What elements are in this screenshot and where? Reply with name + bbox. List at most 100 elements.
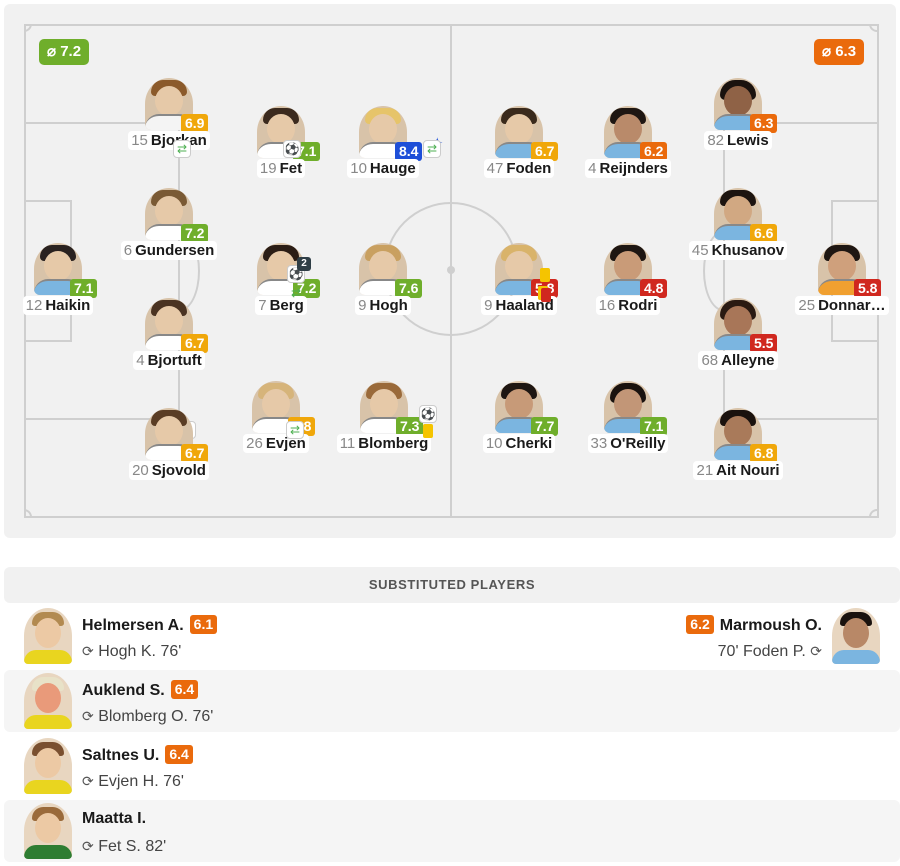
substitution-icon: ⇄: [423, 140, 441, 158]
player-number: 20: [132, 462, 149, 479]
player-number: 19: [259, 160, 277, 177]
replaced-player: Fet S. 82': [98, 838, 167, 855]
player-name: Reijnders: [599, 160, 668, 177]
sub-player-name: Marmoush O.: [719, 617, 822, 634]
pitch-line: [24, 24, 26, 518]
player-rating: 5.8: [854, 279, 882, 298]
player-name: Gundersen: [135, 242, 215, 259]
player-rating: 7.6: [395, 279, 423, 298]
player-photo: [604, 106, 652, 158]
away-average-rating: ⌀ 6.3: [814, 39, 865, 65]
player-number: 47: [486, 160, 504, 177]
player-name: Ait Nouri: [716, 462, 780, 479]
corner-arc: [869, 24, 877, 32]
player-rating: 7.2: [293, 279, 321, 298]
player-number: 68: [701, 352, 719, 369]
sub-player-rating: 6.4: [165, 745, 193, 764]
player-photo: [714, 78, 762, 130]
player-name: Blomberg: [358, 435, 429, 452]
second-yellow-red-card-icon: [536, 285, 554, 303]
player-rating: 7.1: [70, 279, 98, 298]
corner-arc: [869, 509, 877, 517]
player-rating: 8.4: [395, 142, 423, 161]
swap-icon: ⟳: [82, 643, 94, 659]
swap-icon: ⟳: [82, 838, 94, 854]
player-photo: [24, 608, 72, 664]
sub-row[interactable]: Saltnes U.6.4 ⟳ Evjen H. 76': [4, 735, 900, 797]
yellow-card-icon: [536, 267, 554, 285]
player-name: Alleyne: [721, 352, 775, 369]
player-name: Lewis: [727, 132, 769, 149]
player-rating: 6.7: [181, 444, 209, 463]
player-number: 21: [696, 462, 714, 479]
corner-arc: [24, 509, 32, 517]
player-rating: 6.2: [640, 142, 668, 161]
player-number: 45: [691, 242, 709, 259]
player-photo: [24, 673, 72, 729]
player-bjorkan[interactable]: 6.9 15Bjorkan: [109, 78, 229, 158]
player-name: Sjovold: [151, 462, 206, 479]
sub-row[interactable]: Maatta I. ⟳ Fet S. 82': [4, 800, 900, 862]
player-name: O'Reilly: [610, 435, 666, 452]
sub-player-name: Helmersen A.: [82, 617, 184, 634]
player-rating: 6.8: [750, 444, 778, 463]
player-photo: [832, 608, 880, 664]
player-name: Foden: [506, 160, 552, 177]
player-number: 82: [707, 132, 724, 149]
goal-ball-icon: ⚽: [283, 140, 301, 158]
player-number: 10: [350, 160, 367, 177]
sub-row[interactable]: Auklend S.6.4 ⟳ Blomberg O. 76': [4, 670, 900, 732]
sub-player-rating: 6.1: [189, 615, 218, 634]
player-rating: 7.1: [640, 417, 668, 436]
player-number: 12: [25, 297, 43, 314]
goal-count-badge: 2: [297, 257, 311, 271]
swap-icon: ⟳: [82, 773, 94, 789]
player-name: Khusanov: [711, 242, 785, 259]
player-number: 16: [598, 297, 616, 314]
substitution-icon: ⇄: [173, 140, 191, 158]
sub-player-rating: 6.2: [686, 615, 714, 634]
player-photo: [145, 188, 193, 240]
player-name: Bjortuft: [147, 352, 202, 369]
player-number: 6: [123, 242, 133, 259]
player-name: Cherki: [505, 435, 553, 452]
player-rating: 7.3: [396, 417, 424, 436]
player-number: 4: [136, 352, 145, 369]
player-name: Haaland: [495, 297, 554, 314]
player-photo: [604, 381, 652, 433]
substitution-icon: ⇄: [290, 286, 302, 300]
player-number: 15: [131, 132, 148, 149]
player-number: 10: [485, 435, 503, 452]
player-rating: 5.5: [750, 334, 778, 353]
player-rating: 6.9: [181, 114, 209, 133]
player-rating: 7.7: [531, 417, 559, 436]
goal-ball-icon: ⚽2: [287, 257, 311, 283]
player-rating: 6.3: [750, 114, 778, 133]
player-number: 7: [258, 297, 267, 314]
player-number: 4: [588, 160, 597, 177]
swap-icon: ⟳: [82, 708, 94, 724]
substituted-players-header: SUBSTITUTED PLAYERS: [4, 567, 900, 603]
player-number: 9: [358, 297, 367, 314]
